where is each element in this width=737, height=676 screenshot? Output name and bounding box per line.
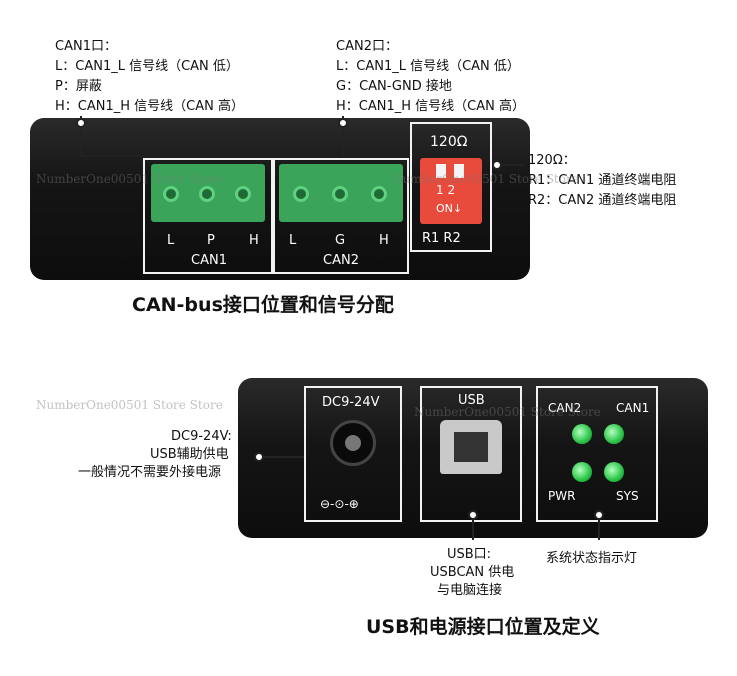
- resistor-r1-desc: R1：CAN1 通道终端电阻: [528, 173, 677, 188]
- usb-b-connector-icon: [440, 420, 502, 474]
- section1-title: CAN-bus接口位置和信号分配: [132, 294, 394, 316]
- can1-h-desc: H：CAN1_H 信号线（CAN 高）: [55, 99, 244, 114]
- can1-l-desc: L：CAN1_L 信号线（CAN 低）: [55, 59, 239, 74]
- status-led-frame: CAN2 CAN1 PWR SYS: [536, 386, 658, 522]
- dc-port-frame: DC9-24V ⊖-⊙-⊕: [304, 386, 402, 522]
- watermark-3: NumberOne00501 Store Store: [36, 398, 223, 412]
- can1-pin-p-label: P: [207, 233, 215, 248]
- dc-desc-line3: 一般情况不需要外接电源: [78, 465, 222, 480]
- device-can-side: L P H CAN1 L G H CAN2 120Ω 1 2 ON↓ R1 R2: [30, 118, 530, 280]
- usb-port-frame: USB: [420, 386, 522, 522]
- dip-switch-title: 120Ω: [430, 134, 468, 150]
- can1-pin-l-icon: [163, 186, 179, 202]
- can1-connector-frame: L P H CAN1: [143, 158, 273, 274]
- dip-switch-labels: R1 R2: [422, 231, 461, 246]
- can1-pin-h-label: H: [249, 233, 259, 248]
- can2-pin-l-label: L: [289, 233, 297, 248]
- can2-label: CAN2: [323, 253, 359, 268]
- led-can1-icon: [604, 424, 624, 444]
- can1-terminal-block: [151, 164, 265, 222]
- dip-switch-numbers: 1 2: [436, 183, 456, 197]
- usb-desc-line1: USB口:: [447, 547, 492, 562]
- can1-label: CAN1: [191, 253, 227, 268]
- dip-switch-body: 1 2 ON↓: [420, 158, 482, 224]
- can2-h-desc: H：CAN1_H 信号线（CAN 高）: [336, 99, 525, 114]
- can2-connector-frame: L G H CAN2: [273, 158, 409, 274]
- usb-desc-line3: 与电脑连接: [437, 583, 503, 598]
- resistor-title: 120Ω：: [528, 153, 576, 168]
- can2-pin-g-label: G: [335, 233, 346, 248]
- can2-l-desc: L：CAN1_L 信号线（CAN 低）: [336, 59, 520, 74]
- can1-pin-h-icon: [235, 186, 251, 202]
- watermark-2: NumberOne00501 Store Store: [392, 172, 579, 186]
- can2-pin-h-icon: [371, 186, 387, 202]
- dc-desc-line2: USB辅助供电: [150, 447, 229, 462]
- can2-pin-g-icon: [332, 186, 348, 202]
- can2-g-desc: G：CAN-GND 接地: [336, 79, 452, 94]
- dip-switch-2-icon: [454, 164, 464, 178]
- led-sys-icon: [604, 462, 624, 482]
- can1-p-desc: P：屏蔽: [55, 79, 102, 94]
- section2-title: USB和电源接口位置及定义: [366, 616, 600, 638]
- led-pwr-label: PWR: [548, 489, 576, 503]
- led-can2-label: CAN2: [548, 401, 582, 415]
- can1-pin-l-label: L: [167, 233, 175, 248]
- status-lights-desc: 系统状态指示灯: [546, 551, 638, 566]
- led-can1-label: CAN1: [616, 401, 650, 415]
- dc-port-label: DC9-24V: [322, 395, 380, 410]
- usb-port-label: USB: [458, 393, 485, 408]
- watermark-4: NumberOne00501 Store Store: [414, 405, 601, 419]
- can1-pin-p-icon: [199, 186, 215, 202]
- watermark-1: NumberOne00501 Store Store: [36, 172, 223, 186]
- dip-switch-frame: 120Ω 1 2 ON↓ R1 R2: [410, 122, 492, 252]
- usb-desc-line2: USBCAN 供电: [430, 565, 515, 580]
- led-pwr-icon: [572, 462, 592, 482]
- can1-title: CAN1口：: [55, 39, 117, 54]
- can2-title: CAN2口：: [336, 39, 398, 54]
- can2-pin-l-icon: [293, 186, 309, 202]
- led-can2-icon: [572, 424, 592, 444]
- polarity-icon: ⊖-⊙-⊕: [320, 497, 359, 511]
- dc-jack-icon: [330, 420, 376, 466]
- resistor-r2-desc: R2：CAN2 通道终端电阻: [528, 193, 677, 208]
- can2-terminal-block: [279, 164, 403, 222]
- led-sys-label: SYS: [616, 489, 639, 503]
- dc-desc-line1: DC9-24V:: [171, 429, 232, 444]
- can2-pin-h-label: H: [379, 233, 389, 248]
- dip-switch-on: ON↓: [436, 202, 463, 215]
- dip-switch-1-icon: [436, 164, 446, 178]
